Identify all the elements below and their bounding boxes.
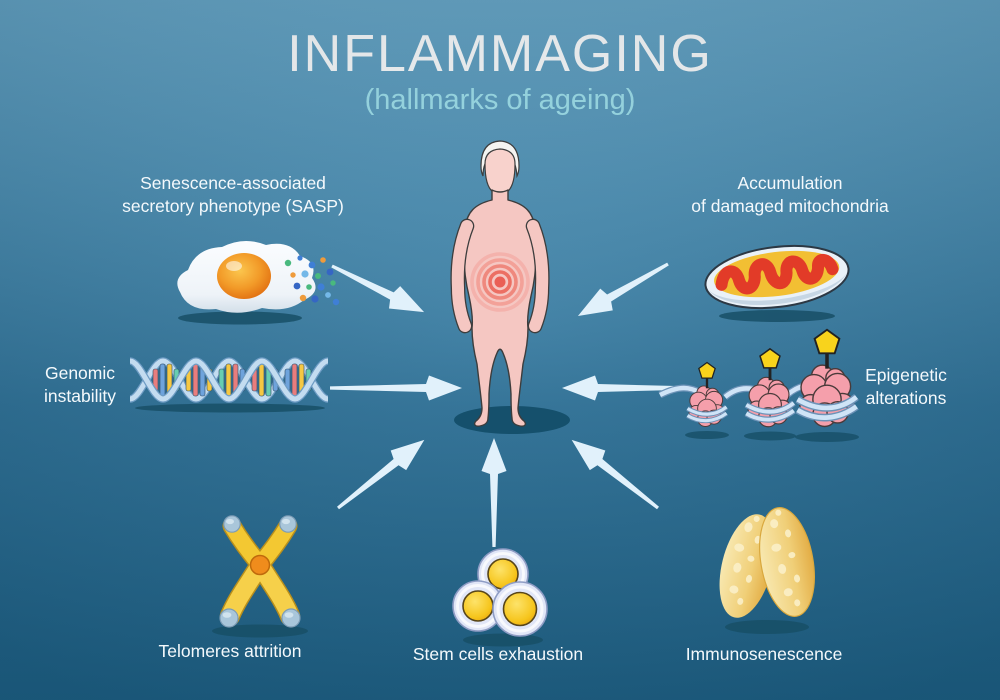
nucleosome-large: [795, 328, 859, 428]
label-genomic-instability: Genomic instability: [44, 363, 116, 406]
stem-cell: [452, 580, 504, 632]
stem-cells-cluster-icon: [452, 548, 548, 647]
nucleosome-small: [686, 361, 729, 427]
thymus-gland-icon: [719, 507, 815, 634]
label-mitochondria: Accumulation of damaged mitochondria: [691, 173, 889, 216]
arrow-genomic-to-body: [330, 375, 462, 401]
page-subtitle: (hallmarks of ageing): [364, 84, 636, 116]
nucleosome-medium: [744, 347, 796, 428]
centromere: [249, 554, 271, 576]
face: [484, 148, 516, 195]
arrow-mitochondria-to-body: [577, 262, 669, 316]
stem-cell: [492, 581, 548, 637]
dna-double-helix-icon: [128, 357, 330, 413]
label-telomeres-attrition: Telomeres attrition: [158, 641, 302, 661]
arrow-immuno-to-body: [571, 439, 659, 510]
arrow-epigenetic-to-body: [562, 375, 692, 401]
chromosome-with-telomere-caps-icon: [212, 515, 308, 638]
arrow-sasp-to-body: [331, 264, 425, 313]
nucleosomes-with-methyl-tags-icon: [658, 328, 859, 442]
arms: [450, 218, 550, 334]
page-title: INFLAMMAGING: [287, 25, 713, 83]
senescent-cell-secreting-factors-icon: [177, 240, 340, 325]
elderly-person-figure: [450, 140, 550, 427]
cell-nucleus: [217, 253, 271, 299]
damaged-mitochondrion-icon: [704, 244, 850, 322]
label-epigenetic-alterations: Epigenetic alterations: [865, 365, 947, 408]
inflammation-target: [470, 252, 530, 312]
thymus-right-lobe: [759, 507, 815, 617]
methyl-flag: [813, 328, 841, 355]
label-immunosenescence: Immunosenescence: [685, 644, 843, 664]
body: [463, 189, 537, 427]
methyl-flag: [698, 361, 716, 379]
arrow-stemcells-to-body: [481, 438, 507, 547]
label-sasp: Senescence-associated secretory phenotyp…: [122, 173, 344, 216]
methyl-flag: [759, 347, 781, 369]
arrow-telomeres-to-body: [337, 439, 425, 510]
label-stem-cells-exhaustion: Stem cells exhaustion: [412, 644, 584, 664]
arrows-to-center: [330, 262, 692, 547]
secreted-factors-dots: [284, 255, 340, 306]
